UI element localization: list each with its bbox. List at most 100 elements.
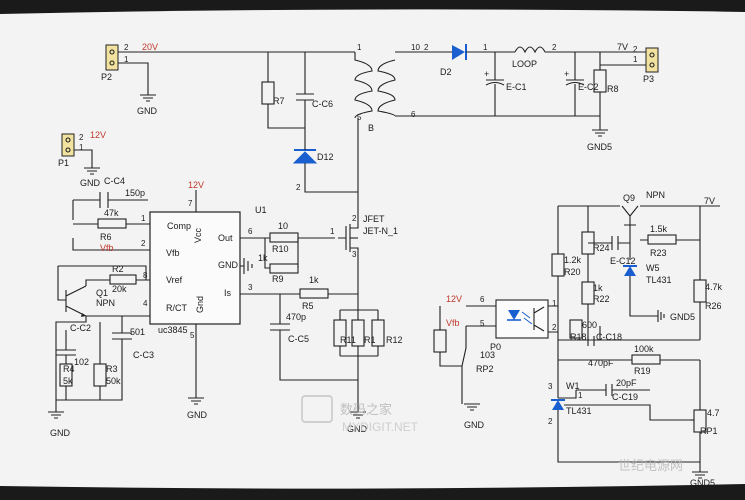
svg-text:2: 2 xyxy=(424,43,429,52)
svg-text:Q1: Q1 xyxy=(96,288,108,298)
watermark-corner: 世纪电源网 xyxy=(618,458,683,473)
ic-ref: U1 xyxy=(255,205,267,215)
capacitor-c2 xyxy=(56,330,76,360)
svg-text:P0: P0 xyxy=(490,342,501,352)
svg-text:1: 1 xyxy=(578,391,583,400)
svg-text:RP1: RP1 xyxy=(700,426,718,436)
paper xyxy=(0,9,745,489)
svg-text:150p: 150p xyxy=(125,188,145,198)
resistor-r10 xyxy=(269,232,299,243)
svg-text:3: 3 xyxy=(352,250,357,259)
svg-text:1: 1 xyxy=(552,299,557,308)
svg-text:R1: R1 xyxy=(364,335,376,345)
svg-text:NPN: NPN xyxy=(646,190,665,200)
resistor-r26 xyxy=(693,279,707,303)
resistor-r1 xyxy=(351,319,365,347)
resistor-r8 xyxy=(593,69,607,93)
svg-text:12V: 12V xyxy=(446,294,462,304)
svg-text:P3: P3 xyxy=(643,74,654,84)
capacitor-c3 xyxy=(86,315,150,380)
gnd-symbol-bank: GND xyxy=(347,411,368,434)
svg-text:+: + xyxy=(564,69,569,79)
svg-text:E-C12: E-C12 xyxy=(610,256,636,266)
net-7v-label: 7V xyxy=(617,42,628,52)
svg-text:12V: 12V xyxy=(188,180,204,190)
gnd-symbol-ic: GND xyxy=(187,397,208,420)
svg-text:20pF: 20pF xyxy=(616,378,637,388)
svg-text:C-C3: C-C3 xyxy=(133,350,154,360)
svg-text:501: 501 xyxy=(130,327,145,337)
jfet-switch: JFET JET-N_1 2 3 xyxy=(338,214,398,294)
ic-part-label: uc3845 xyxy=(158,325,188,335)
svg-text:2: 2 xyxy=(352,214,357,223)
svg-text:JFET: JFET xyxy=(363,214,385,224)
svg-text:R12: R12 xyxy=(386,335,403,345)
gnd-symbol-rp2: GND xyxy=(464,403,485,430)
svg-text:2: 2 xyxy=(79,133,84,142)
svg-text:1k: 1k xyxy=(593,283,603,293)
svg-text:102: 102 xyxy=(74,357,89,367)
resistor-r20 xyxy=(551,253,565,277)
resistor-r11 xyxy=(333,319,347,347)
gnd-symbol-p2: GND xyxy=(137,94,158,116)
svg-text:R23: R23 xyxy=(650,248,667,258)
svg-text:TL431: TL431 xyxy=(566,406,592,416)
svg-text:1: 1 xyxy=(124,55,129,64)
svg-text:Comp: Comp xyxy=(167,221,191,231)
resistor-r7 xyxy=(261,81,275,105)
p2-ref: P2 xyxy=(101,72,112,82)
svg-text:1: 1 xyxy=(633,55,638,64)
svg-text:R22: R22 xyxy=(593,294,610,304)
svg-text:20k: 20k xyxy=(112,284,127,294)
svg-text:4: 4 xyxy=(143,299,148,308)
capacitor-ec1: + E-C1 xyxy=(484,52,527,116)
svg-text:C-C19: C-C19 xyxy=(612,392,638,402)
svg-text:Vcc: Vcc xyxy=(193,227,203,243)
svg-text:Vref: Vref xyxy=(166,275,183,285)
svg-text:GND: GND xyxy=(50,428,71,438)
svg-text:GND5: GND5 xyxy=(587,142,612,152)
svg-text:1: 1 xyxy=(330,227,335,236)
svg-text:Gnd: Gnd xyxy=(195,296,205,313)
svg-text:R8: R8 xyxy=(607,84,619,94)
resistor-r5 xyxy=(299,288,329,299)
capacitor-ec12 xyxy=(588,236,630,250)
capacitor-c19 xyxy=(576,384,650,396)
svg-text:TL431: TL431 xyxy=(646,275,672,285)
inductor-loop: LOOP xyxy=(512,46,546,69)
gnd5-tick xyxy=(657,310,665,322)
capacitor-c6 xyxy=(296,93,314,101)
potentiometer-rp1 xyxy=(693,409,707,433)
svg-text:3: 3 xyxy=(548,382,553,391)
potentiometer-rp2 xyxy=(433,329,447,353)
svg-text:R10: R10 xyxy=(272,244,289,254)
svg-text:MYDIGIT.NET: MYDIGIT.NET xyxy=(342,420,419,434)
regulator-w1: W1 TL431 3 2 1 xyxy=(548,381,592,426)
svg-text:GND5: GND5 xyxy=(670,312,695,322)
transformer-b: 1 5 B 10 2 6 xyxy=(354,43,429,133)
svg-text:8: 8 xyxy=(143,271,148,280)
connector-p2: P2 2 1 20V xyxy=(101,42,158,82)
capacitor-c5 xyxy=(270,294,358,381)
svg-text:R26: R26 xyxy=(705,301,722,311)
svg-text:Vfb: Vfb xyxy=(100,243,114,253)
svg-text:RP2: RP2 xyxy=(476,364,494,374)
connector-p3: P3 2 1 7V xyxy=(617,42,659,84)
svg-text:GND: GND xyxy=(464,420,485,430)
svg-text:10: 10 xyxy=(411,43,420,52)
svg-text:数码之家: 数码之家 xyxy=(340,402,392,417)
svg-text:P1: P1 xyxy=(58,158,69,168)
svg-text:6: 6 xyxy=(411,110,416,119)
svg-text:5k: 5k xyxy=(63,376,73,386)
svg-text:7V: 7V xyxy=(704,196,715,206)
svg-text:R6: R6 xyxy=(100,232,112,242)
svg-text:R5: R5 xyxy=(302,301,314,311)
svg-text:3: 3 xyxy=(248,283,253,292)
resistor-r9 xyxy=(269,263,299,274)
svg-text:E-C2: E-C2 xyxy=(578,82,599,92)
svg-text:2: 2 xyxy=(548,417,553,426)
svg-text:2: 2 xyxy=(124,43,129,52)
svg-text:12V: 12V xyxy=(90,130,106,140)
svg-text:Is: Is xyxy=(224,288,232,298)
